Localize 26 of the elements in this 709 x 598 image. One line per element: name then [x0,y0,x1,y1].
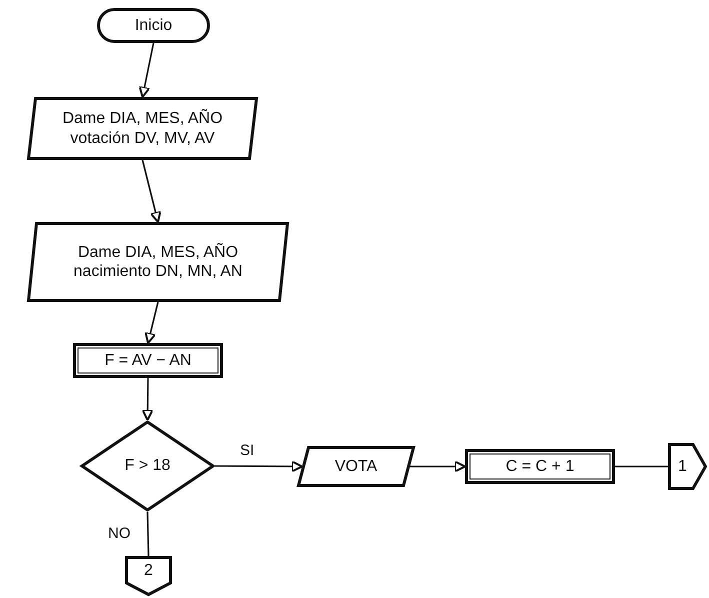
node-text: F = AV − AN [104,350,192,370]
node-text: 2 [144,561,153,581]
process-box [73,343,223,378]
node-text: Dame DIA, MES, AÑO votación DV, MV, AV [61,109,224,148]
process-box [465,449,615,484]
arrow [142,160,162,223]
arrow [144,302,159,344]
off-page-connector [125,556,172,596]
arrow [138,42,154,98]
arrow [215,460,303,472]
node-text: Inicio [134,16,172,36]
input-parallelogram [27,97,258,160]
start-terminal [97,8,210,43]
off-page-connector [668,443,707,490]
node-text: F > 18 [124,456,170,476]
node-text: Dame DIA, MES, AÑO nacimiento DN, MN, AN [72,242,244,282]
decision-diamond [80,420,215,512]
connector-line [146,512,150,556]
arrow [142,378,154,421]
connector-line [615,466,668,468]
arrow [410,460,466,472]
input-parallelogram [27,222,289,302]
node-text: VOTA [334,456,378,476]
output-parallelogram [297,446,415,487]
node-text: 1 [678,456,687,476]
node-text: C = C + 1 [506,456,574,476]
